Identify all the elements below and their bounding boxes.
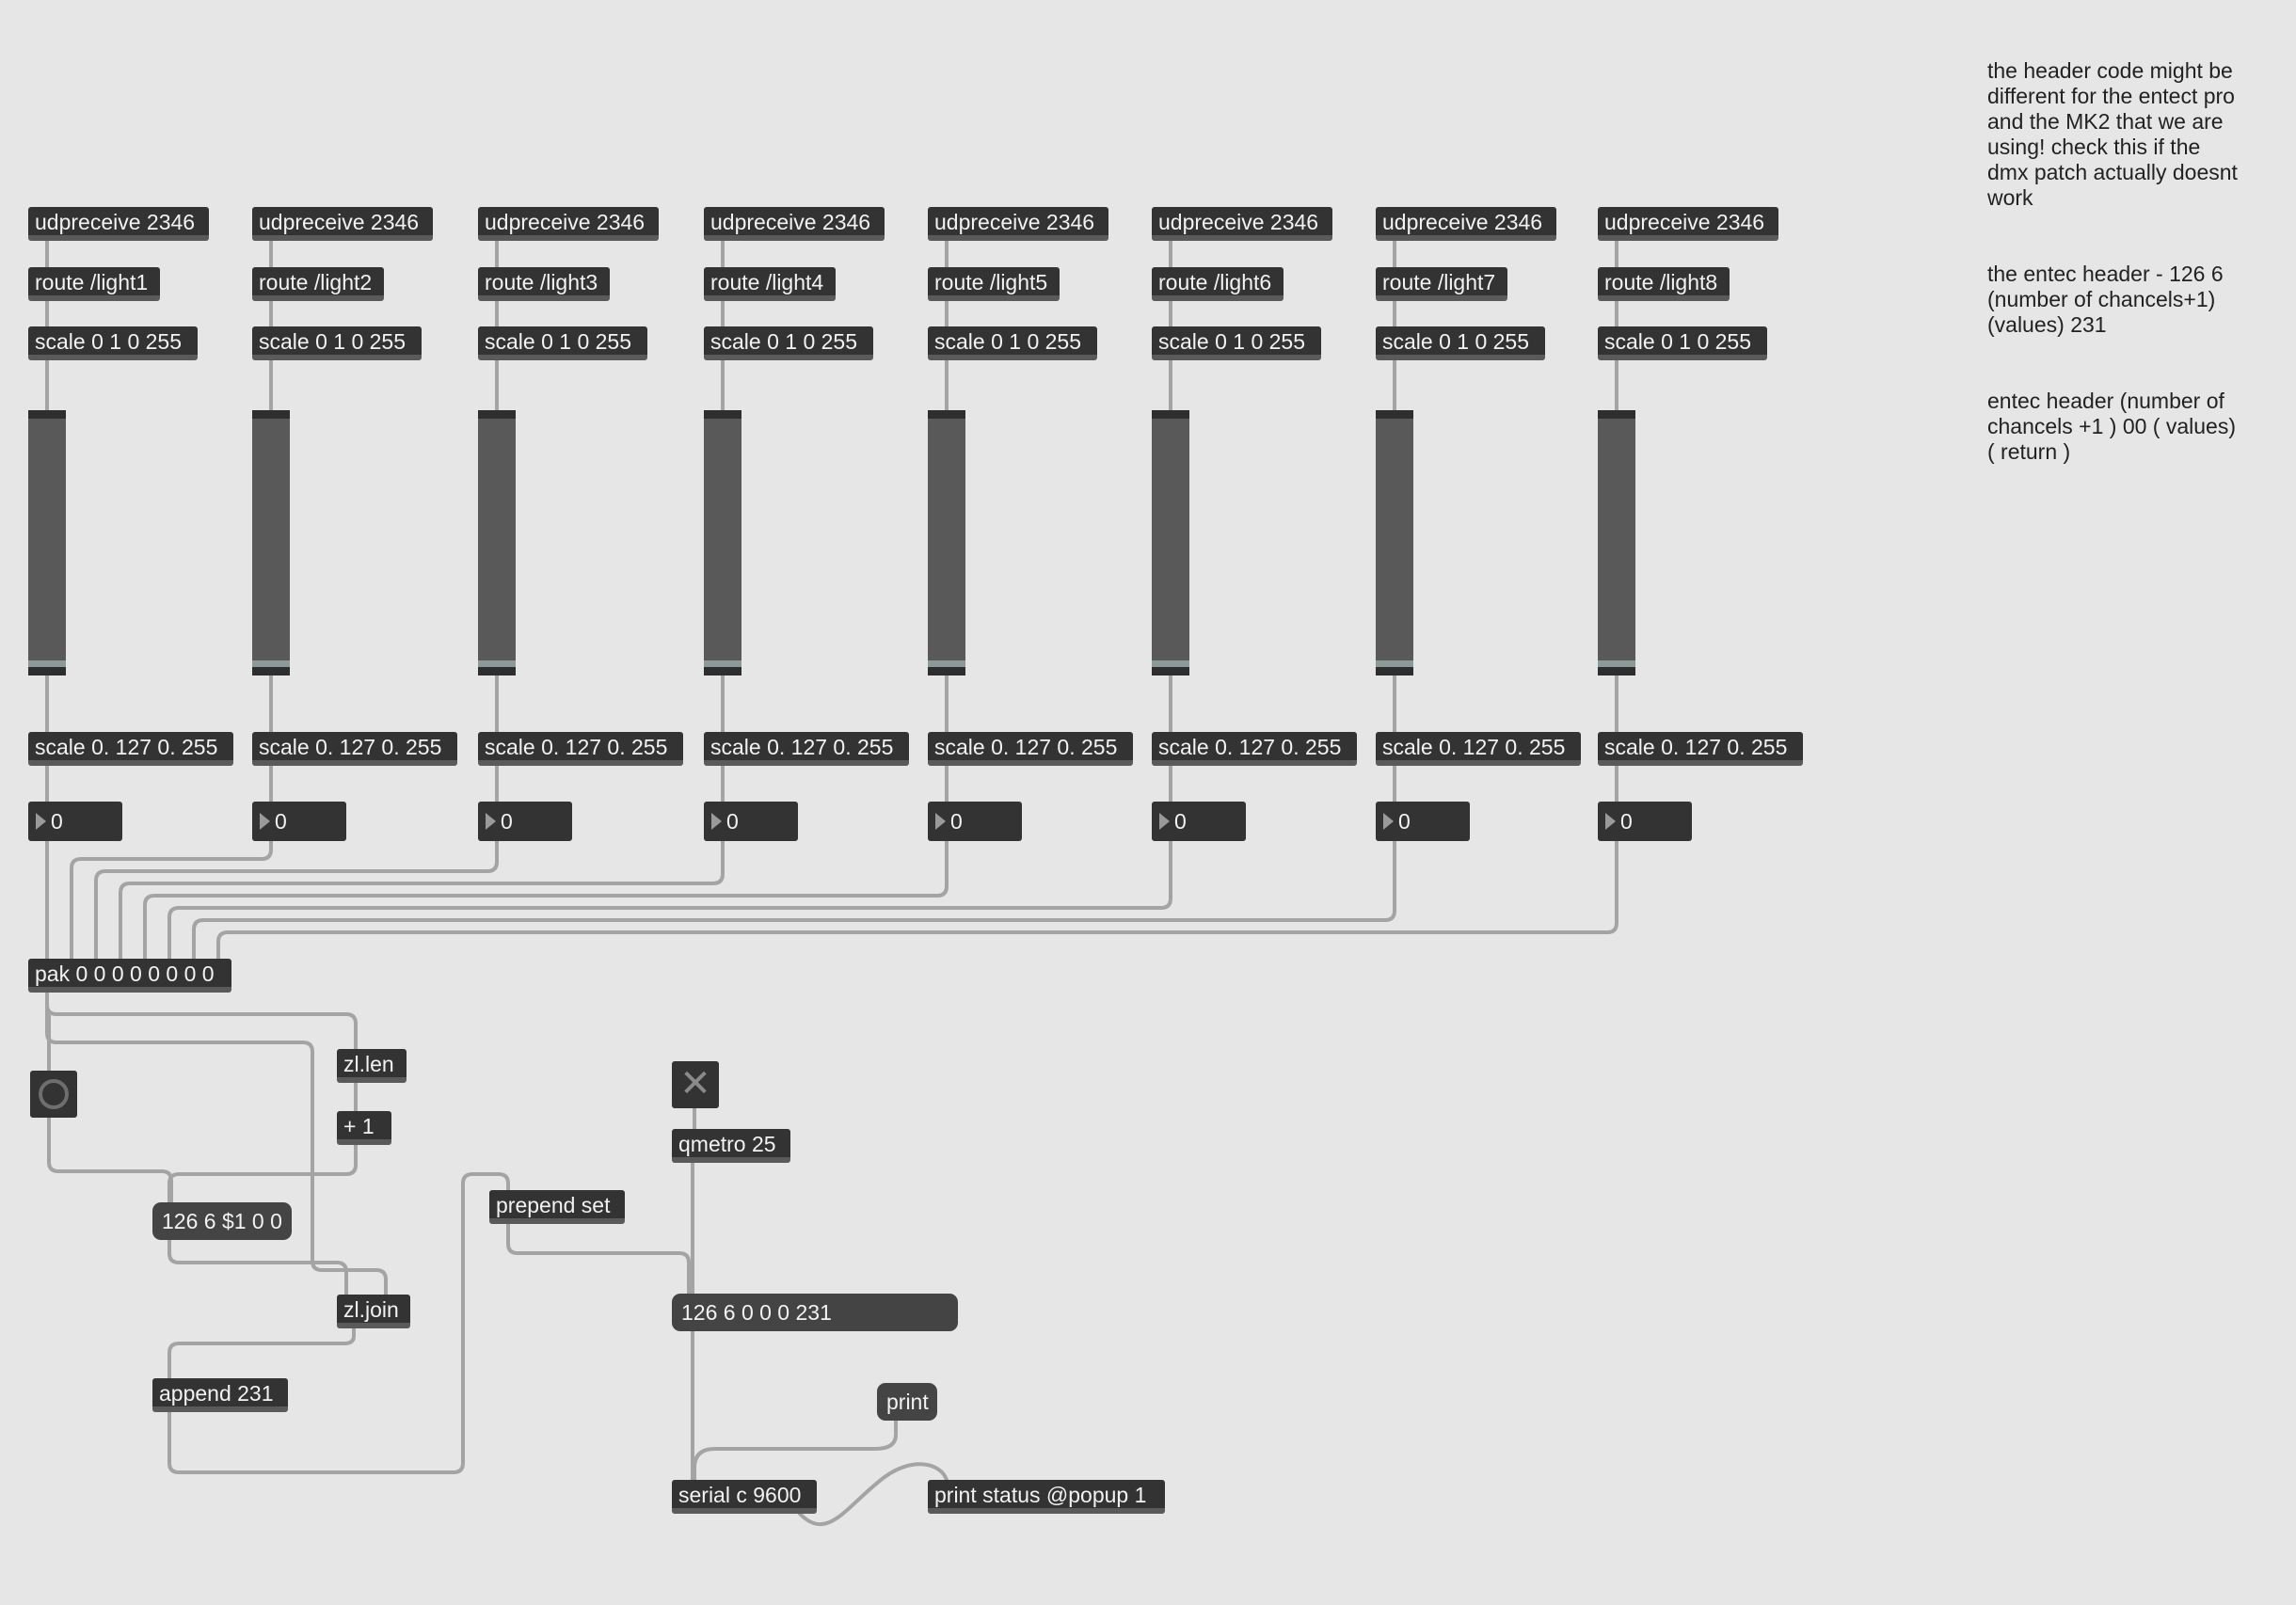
scale-out-object-6[interactable]: scale 0. 127 0. 255 (1152, 732, 1357, 766)
cord-number-pak-3[interactable] (94, 839, 499, 961)
slider-knob-6[interactable] (1152, 660, 1189, 667)
qmetro-object[interactable]: qmetro 25 (672, 1129, 790, 1163)
comment-entec-format: entec header (number of chancels +1 ) 00… (1987, 389, 2236, 464)
route-object-1[interactable]: route /light1 (28, 267, 160, 301)
cord-number-pak-2[interactable] (70, 839, 273, 961)
cord-header-zljoin[interactable] (167, 1238, 348, 1296)
udpreceive-object-6[interactable]: udpreceive 2346 (1152, 207, 1332, 241)
route-object-8[interactable]: route /light8 (1598, 267, 1730, 301)
slider-knob-1[interactable] (28, 660, 66, 667)
scale-in-object-8[interactable]: scale 0 1 0 255 (1598, 326, 1767, 360)
cord-number-pak-4[interactable] (119, 839, 725, 961)
scale-out-object-4[interactable]: scale 0. 127 0. 255 (704, 732, 909, 766)
route-object-4[interactable]: route /light4 (704, 267, 836, 301)
channel-slider-8[interactable] (1598, 410, 1635, 675)
cord-serial-printstatus[interactable] (798, 1462, 949, 1527)
comment-header-warning: the header code might be different for t… (1987, 58, 2238, 210)
print-status-object[interactable]: print status @popup 1 (928, 1480, 1165, 1514)
channel-slider-2[interactable] (252, 410, 290, 675)
cord-number-pak-8[interactable] (216, 839, 1618, 961)
number-box-4[interactable]: 0 (704, 802, 798, 841)
bang-button[interactable] (30, 1071, 77, 1118)
cord-print-serial[interactable] (693, 1419, 898, 1482)
route-object-3[interactable]: route /light3 (478, 267, 610, 301)
channel-slider-1[interactable] (28, 410, 66, 675)
channel-slider-5[interactable] (928, 410, 965, 675)
number-box-6[interactable]: 0 (1152, 802, 1246, 841)
scale-out-object-3[interactable]: scale 0. 127 0. 255 (478, 732, 683, 766)
slider-knob-8[interactable] (1598, 660, 1635, 667)
cord-zljoin-append[interactable] (167, 1327, 356, 1380)
scale-in-object-4[interactable]: scale 0 1 0 255 (704, 326, 873, 360)
scale-in-object-6[interactable]: scale 0 1 0 255 (1152, 326, 1321, 360)
output-message[interactable]: 126 6 0 0 0 231 (672, 1294, 958, 1331)
route-object-2[interactable]: route /light2 (252, 267, 384, 301)
route-object-7[interactable]: route /light7 (1376, 267, 1507, 301)
scale-out-object-7[interactable]: scale 0. 127 0. 255 (1376, 732, 1581, 766)
zl-join-object[interactable]: zl.join (337, 1295, 410, 1328)
serial-object[interactable]: serial c 9600 (672, 1480, 817, 1514)
channel-slider-3[interactable] (478, 410, 516, 675)
route-object-6[interactable]: route /light6 (1152, 267, 1284, 301)
udpreceive-object-5[interactable]: udpreceive 2346 (928, 207, 1108, 241)
scale-in-object-2[interactable]: scale 0 1 0 255 (252, 326, 422, 360)
number-box-8[interactable]: 0 (1598, 802, 1692, 841)
cord-number-pak-5[interactable] (143, 839, 949, 961)
print-message[interactable]: print (877, 1383, 937, 1421)
udpreceive-object-1[interactable]: udpreceive 2346 (28, 207, 209, 241)
scale-in-object-7[interactable]: scale 0 1 0 255 (1376, 326, 1545, 360)
slider-knob-5[interactable] (928, 660, 965, 667)
udpreceive-object-4[interactable]: udpreceive 2346 (704, 207, 885, 241)
cord-number-pak-7[interactable] (192, 839, 1396, 961)
scale-out-object-1[interactable]: scale 0. 127 0. 255 (28, 732, 233, 766)
metro-toggle[interactable]: ✕ (672, 1061, 719, 1108)
number-box-5[interactable]: 0 (928, 802, 1022, 841)
channel-slider-6[interactable] (1152, 410, 1189, 675)
cord-append-prepend[interactable] (167, 1172, 510, 1474)
plus-one-object[interactable]: + 1 (337, 1111, 391, 1145)
number-box-2[interactable]: 0 (252, 802, 346, 841)
slider-knob-4[interactable] (704, 660, 741, 667)
comment-entec-header: the entec header - 126 6 (number of chan… (1987, 262, 2224, 337)
cord-pak-zljoin[interactable] (45, 991, 388, 1296)
number-box-7[interactable]: 0 (1376, 802, 1470, 841)
cord-plus-header[interactable] (167, 1143, 358, 1204)
header-message[interactable]: 126 6 $1 0 0 (152, 1202, 292, 1240)
slider-knob-2[interactable] (252, 660, 290, 667)
slider-knob-7[interactable] (1376, 660, 1413, 667)
udpreceive-object-7[interactable]: udpreceive 2346 (1376, 207, 1556, 241)
scale-in-object-3[interactable]: scale 0 1 0 255 (478, 326, 647, 360)
scale-out-object-2[interactable]: scale 0. 127 0. 255 (252, 732, 457, 766)
cord-number-pak-6[interactable] (167, 839, 1172, 961)
udpreceive-object-8[interactable]: udpreceive 2346 (1598, 207, 1778, 241)
udpreceive-object-3[interactable]: udpreceive 2346 (478, 207, 659, 241)
pak-object[interactable]: pak 0 0 0 0 0 0 0 0 (28, 959, 231, 993)
number-box-3[interactable]: 0 (478, 802, 572, 841)
zl-len-object[interactable]: zl.len (337, 1049, 407, 1083)
cord-prepend-output[interactable] (506, 1222, 691, 1295)
scale-in-object-5[interactable]: scale 0 1 0 255 (928, 326, 1097, 360)
scale-out-object-8[interactable]: scale 0. 127 0. 255 (1598, 732, 1803, 766)
route-object-5[interactable]: route /light5 (928, 267, 1060, 301)
prepend-set-object[interactable]: prepend set (489, 1190, 625, 1224)
channel-slider-4[interactable] (704, 410, 741, 675)
scale-in-object-1[interactable]: scale 0 1 0 255 (28, 326, 198, 360)
slider-knob-3[interactable] (478, 660, 516, 667)
append-object[interactable]: append 231 (152, 1378, 288, 1412)
channel-slider-7[interactable] (1376, 410, 1413, 675)
number-box-1[interactable]: 0 (28, 802, 122, 841)
scale-out-object-5[interactable]: scale 0. 127 0. 255 (928, 732, 1133, 766)
udpreceive-object-2[interactable]: udpreceive 2346 (252, 207, 433, 241)
